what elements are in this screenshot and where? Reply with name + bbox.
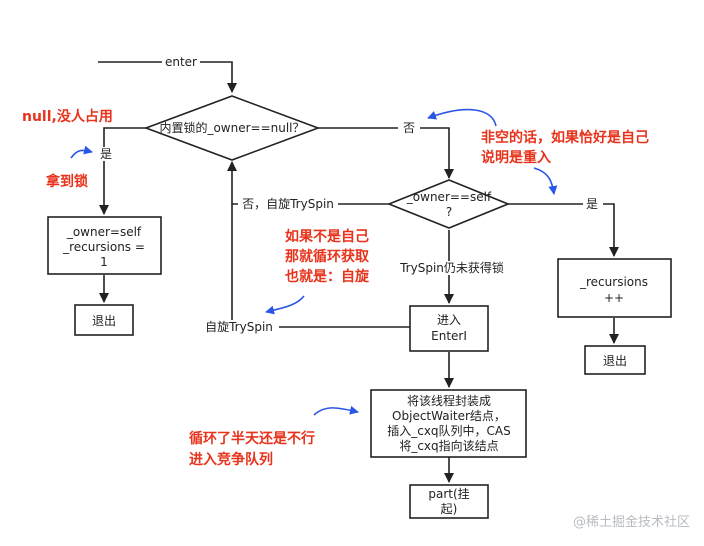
box-objectwaiter xyxy=(370,389,527,458)
recursions-text-2: ++ xyxy=(604,291,624,305)
pointer-queue xyxy=(313,405,359,416)
set-owner-text-3: 1 xyxy=(100,255,108,269)
enter-connector xyxy=(98,61,237,93)
box-enteri xyxy=(409,305,489,352)
enteri-text-2: EnterI xyxy=(431,329,467,343)
annotation-not-self-1: 如果不是自己 xyxy=(285,228,369,245)
waiter-text-1: 将该线程封装成 xyxy=(407,393,491,408)
box-recursions xyxy=(557,258,672,318)
decision-owner-null-text: 内置锁的_owner==null？ xyxy=(159,120,304,135)
null-yes-connector xyxy=(99,127,146,215)
self-yes-connector xyxy=(508,203,619,257)
decision-owner-self xyxy=(386,179,511,229)
recursions-text-1: _recursions xyxy=(579,275,648,289)
annotation-not-self-2: 那就循环获取 xyxy=(285,248,370,265)
enter-label: enter xyxy=(165,55,197,69)
annotation-not-null-1: 非空的话，如果恰好是自己 xyxy=(481,129,649,146)
no-spin-label: 否，自旋TrySpin xyxy=(242,197,334,211)
enteri-text-1: 进入 xyxy=(437,313,461,327)
park-text-1: part(挂 xyxy=(428,487,469,501)
pointer-reentry-bottom xyxy=(533,167,558,195)
park-text-2: 起) xyxy=(441,502,458,516)
pointer-reentry-top xyxy=(427,108,497,127)
set-owner-text-2: _recursions = xyxy=(62,240,145,254)
annotation-not-null-2: 说明是重入 xyxy=(481,149,551,166)
waiter-text-2: ObjectWaiter结点， xyxy=(392,409,506,423)
yes-label-right: 是 xyxy=(586,197,598,211)
null-no-connector xyxy=(318,127,454,179)
no-label-top: 否 xyxy=(403,121,415,135)
annotation-null-nobody: null,没人占用 xyxy=(22,108,113,125)
watermark: @稀土掘金技术社区 xyxy=(573,514,690,530)
spin-label: 自旋TrySpin xyxy=(205,320,273,334)
annotation-got-lock: 拿到锁 xyxy=(45,173,88,190)
pointer-got-lock xyxy=(70,145,93,159)
annotation-loop-fail-1: 循环了半天还是不行 xyxy=(189,430,315,447)
box-exit-left xyxy=(74,304,134,336)
annotation-not-self-3: 也就是：自旋 xyxy=(285,268,370,285)
decision-owner-self-text-1: _owner==self xyxy=(406,190,492,204)
waiter-text-3: 插入_cxq队列中，CAS xyxy=(387,423,511,438)
tryspin-fail-label: TrySpin仍未获得锁 xyxy=(399,260,504,275)
pointer-spin xyxy=(265,295,305,315)
spin-back-connector xyxy=(231,204,410,328)
box-exit-right xyxy=(584,345,646,375)
exit-left-text: 退出 xyxy=(92,314,116,328)
annotation-loop-fail-2: 进入竞争队列 xyxy=(189,451,273,468)
yes-label-left: 是 xyxy=(100,147,112,161)
decision-owner-self-text-2: ? xyxy=(446,205,452,219)
box-park xyxy=(409,484,489,519)
set-owner-text-1: _owner=self xyxy=(66,225,142,239)
exit-right-text: 退出 xyxy=(603,354,627,368)
decision-owner-null xyxy=(143,95,321,161)
box-set-owner xyxy=(47,216,162,275)
waiter-text-4: 将_cxq指向该结点 xyxy=(399,438,498,453)
